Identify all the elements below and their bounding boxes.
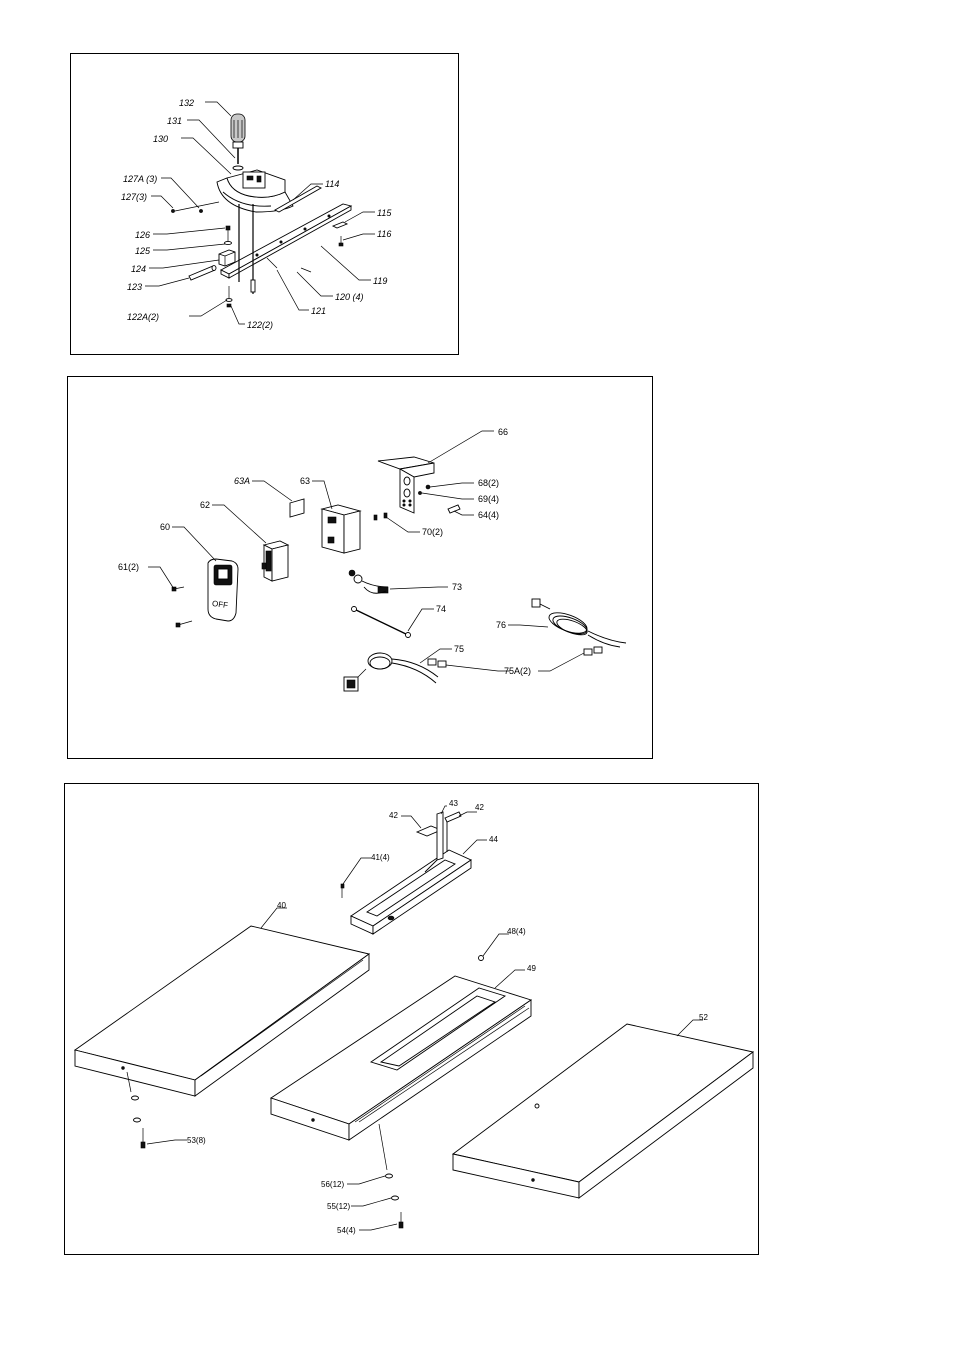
- part-76-power-cord: [532, 599, 626, 647]
- label-44: 44: [489, 835, 498, 844]
- label-69: 69(4): [478, 494, 499, 504]
- part-66-bracket: [378, 457, 434, 513]
- part-54-bolts: [399, 1212, 403, 1228]
- label-55: 55(12): [327, 1202, 350, 1211]
- label-53: 53(8): [187, 1136, 206, 1145]
- part-69-washer: [418, 491, 421, 494]
- part-55-lock-washers: [392, 1196, 399, 1200]
- label-127: 127(3): [121, 192, 147, 202]
- label-73: 73: [452, 582, 462, 592]
- miter-gauge-panel: 132 131 130 127A (3) 127(3) 114 115 116 …: [70, 53, 459, 355]
- part-130-miter-body: [217, 170, 293, 212]
- label-68: 68(2): [478, 478, 499, 488]
- label-75a: 75A(2): [504, 666, 531, 676]
- label-122a: 122A(2): [127, 312, 159, 322]
- label-127a: 127A (3): [123, 174, 157, 184]
- part-42-spacer-right: [445, 812, 461, 852]
- part-120-screws: [267, 258, 311, 272]
- label-54: 54(4): [337, 1226, 356, 1235]
- part-64-screw: [448, 505, 460, 513]
- label-64: 64(4): [478, 510, 499, 520]
- part-68-nut: [426, 485, 430, 489]
- part-126-screw: [226, 226, 230, 242]
- label-121: 121: [311, 306, 326, 316]
- label-43: 43: [449, 799, 458, 808]
- part-115-plate: [333, 222, 347, 228]
- label-76: 76: [496, 620, 506, 630]
- part-125-washer: [225, 241, 232, 244]
- label-120: 120 (4): [335, 292, 364, 302]
- part-74-cable-tie: [352, 607, 411, 638]
- part-119-miter-bar: [221, 204, 351, 278]
- label-115: 115: [377, 208, 392, 218]
- table-assembly-panel: 42 43 42 44 41(4) 40 48(4) 49 52 53(8) 5…: [64, 783, 759, 1255]
- label-74: 74: [436, 604, 446, 614]
- label-126: 126: [135, 230, 150, 240]
- label-116: 116: [377, 229, 391, 239]
- miter-gauge-diagram: 132 131 130 127A (3) 127(3) 114 115 116 …: [71, 54, 460, 356]
- part-61-screws: [172, 587, 192, 627]
- label-63: 63: [300, 476, 310, 486]
- label-56: 56(12): [321, 1180, 344, 1189]
- part-44-insert-plate: [351, 850, 471, 934]
- label-42-left: 42: [389, 811, 398, 820]
- part-48-bushing: [479, 956, 484, 961]
- part-127a-washer: [199, 209, 202, 212]
- label-62: 62: [200, 500, 210, 510]
- part-63a-sticker: [290, 499, 304, 517]
- part-52-right-extension-wing: [453, 1024, 753, 1198]
- label-75: 75: [454, 644, 464, 654]
- part-131-washer: [233, 166, 243, 170]
- switch-assembly-panel: OFF: [67, 376, 653, 759]
- label-42-right: 42: [475, 803, 484, 812]
- label-66: 66: [498, 427, 508, 437]
- label-49: 49: [527, 964, 536, 973]
- part-62-switch: [262, 541, 288, 581]
- part-53-bolts: [127, 1072, 145, 1148]
- part-121-pin: [251, 280, 255, 292]
- part-41-screw: [341, 884, 344, 898]
- label-40: 40: [277, 901, 286, 910]
- label-70: 70(2): [422, 527, 443, 537]
- label-124: 124: [131, 264, 146, 274]
- part-70-screws: [374, 513, 387, 520]
- part-122-screw: [226, 286, 232, 307]
- part-123-pin: [189, 266, 216, 280]
- label-131: 131: [167, 116, 182, 126]
- switch-assembly-diagram: OFF: [68, 377, 654, 760]
- label-52: 52: [699, 1013, 708, 1022]
- label-132: 132: [179, 98, 194, 108]
- part-60-switch-paddle: OFF: [208, 559, 238, 621]
- table-assembly-diagram: 42 43 42 44 41(4) 40 48(4) 49 52 53(8) 5…: [65, 784, 760, 1256]
- label-122: 122(2): [247, 320, 273, 330]
- part-127-screw: [171, 209, 174, 212]
- label-41: 41(4): [371, 853, 390, 862]
- label-114: 114: [325, 179, 339, 189]
- label-119: 119: [373, 276, 387, 286]
- label-63a: 63A: [234, 476, 250, 486]
- part-75-motor-cord: [344, 653, 438, 691]
- part-116-screw: [339, 236, 343, 246]
- label-60: 60: [160, 522, 170, 532]
- label-130: 130: [153, 134, 168, 144]
- part-56-washers: [379, 1124, 393, 1178]
- part-63-switch-box: [322, 505, 360, 553]
- part-73-cable-clamp: [349, 570, 388, 593]
- label-123: 123: [127, 282, 142, 292]
- label-61: 61(2): [118, 562, 139, 572]
- label-125: 125: [135, 246, 151, 256]
- label-48: 48(4): [507, 927, 526, 936]
